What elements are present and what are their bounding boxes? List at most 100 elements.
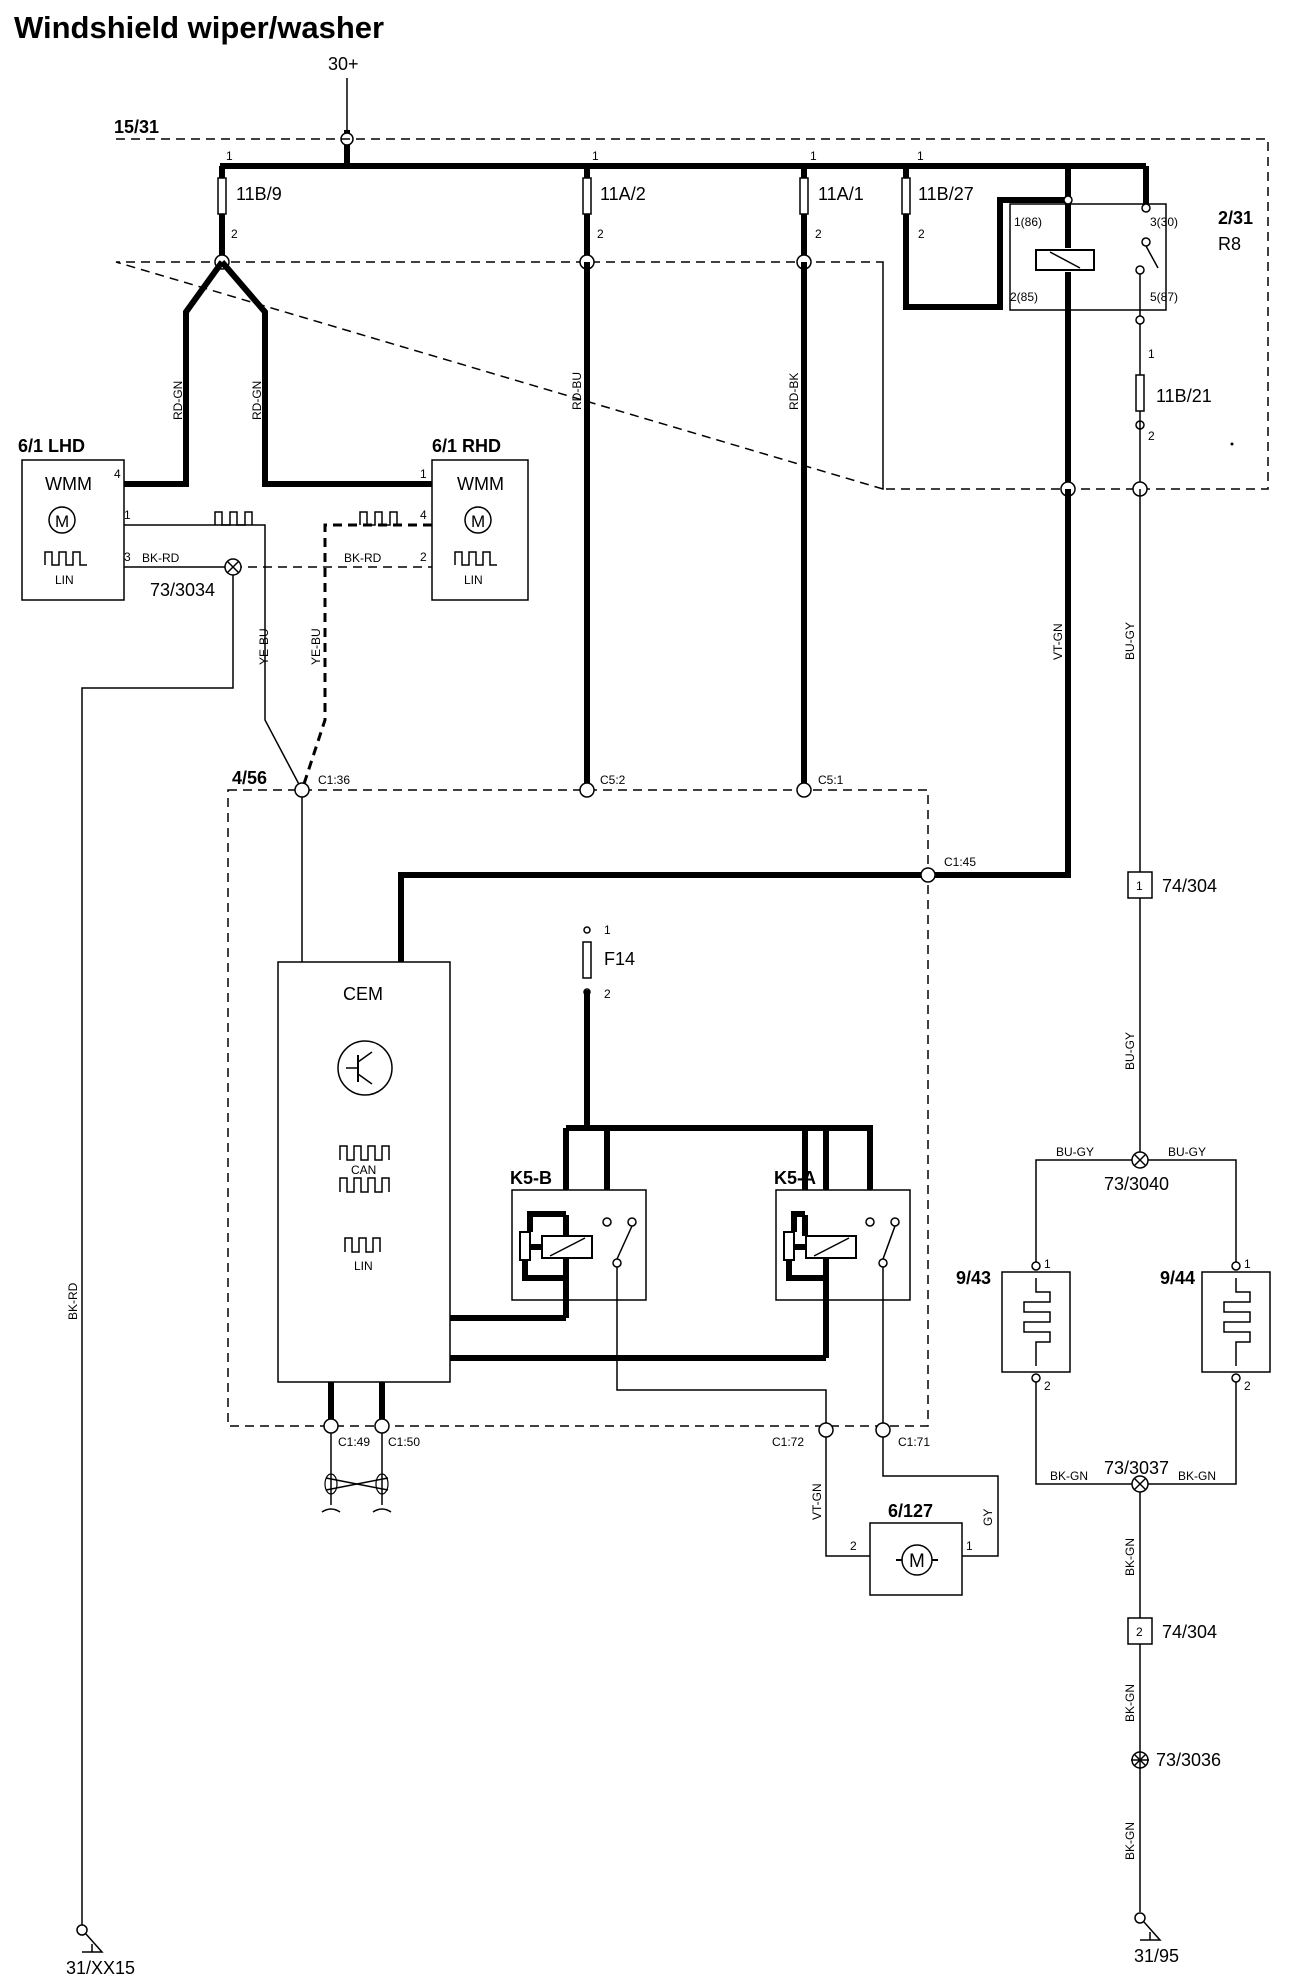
svg-text:4: 4 (420, 508, 427, 522)
svg-text:YE-BU: YE-BU (309, 628, 323, 665)
fusebox-boundary (115, 138, 1269, 491)
svg-text:C5:1: C5:1 (818, 773, 844, 787)
svg-text:BK-GN: BK-GN (1050, 1469, 1088, 1483)
relay-k5b: K5-B (510, 1168, 647, 1318)
svg-text:RD-GN: RD-GN (171, 381, 185, 420)
svg-text:11B/9: 11B/9 (236, 184, 282, 204)
cem-module-id: 4/56 (232, 768, 267, 788)
svg-text:K5-B: K5-B (510, 1168, 552, 1188)
svg-text:BK-RD: BK-RD (344, 551, 382, 565)
svg-text:31/XX15: 31/XX15 (66, 1958, 135, 1978)
cem-boundary (227, 789, 929, 1427)
svg-text:5(87): 5(87) (1150, 290, 1178, 304)
svg-text:1: 1 (917, 149, 924, 163)
svg-text:74/304: 74/304 (1162, 1622, 1217, 1642)
svg-text:1: 1 (1244, 1257, 1251, 1271)
svg-text:CEM: CEM (343, 984, 383, 1004)
svg-text:BK-GN: BK-GN (1123, 1822, 1137, 1860)
svg-text:2: 2 (420, 550, 427, 564)
svg-text:3(30): 3(30) (1150, 215, 1178, 229)
svg-text:CAN: CAN (351, 1163, 376, 1177)
svg-text:RD-BK: RD-BK (787, 373, 801, 410)
svg-text:73/3037: 73/3037 (1104, 1458, 1169, 1478)
splice-73-3037: 73/3037 (1104, 1458, 1169, 1493)
conn-c145 (920, 867, 936, 883)
svg-text:73/3034: 73/3034 (150, 580, 215, 600)
conn-c136 (294, 782, 310, 798)
svg-text:6/1 LHD: 6/1 LHD (18, 436, 85, 456)
conn-c52 (579, 782, 595, 798)
svg-text:VT-GN: VT-GN (810, 1483, 824, 1520)
svg-text:C1:71: C1:71 (898, 1435, 930, 1449)
svg-text:BU-GY: BU-GY (1123, 1032, 1137, 1070)
wiper-motor-rhd: 6/1 RHD WMM M LIN 1 4 2 (420, 436, 529, 601)
svg-text:C1:72: C1:72 (772, 1435, 804, 1449)
conn-c51 (796, 782, 812, 798)
svg-text:WMM: WMM (45, 474, 92, 494)
svg-text:C1:50: C1:50 (388, 1435, 420, 1449)
fuse-11b9: 1 2 11B/9 (217, 149, 282, 262)
conn-c149 (323, 1418, 339, 1434)
svg-text:C5:2: C5:2 (600, 773, 626, 787)
svg-text:M: M (909, 1551, 925, 1572)
ground-31-xx15: 31/XX15 (66, 1924, 135, 1978)
svg-text:1: 1 (592, 149, 599, 163)
svg-text:2: 2 (850, 1539, 857, 1553)
svg-text:6/1 RHD: 6/1 RHD (432, 436, 501, 456)
svg-text:2: 2 (597, 227, 604, 241)
svg-text:LIN: LIN (55, 573, 74, 587)
svg-text:2/31: 2/31 (1218, 208, 1253, 228)
svg-text:BU-GY: BU-GY (1168, 1145, 1206, 1159)
heater-9-43: 9/43 1 2 (956, 1257, 1071, 1393)
cem-block: CEM CAN LIN (277, 961, 451, 1383)
svg-text:BU-GY: BU-GY (1123, 622, 1137, 660)
conn-c171 (875, 1422, 891, 1438)
svg-text:73/3040: 73/3040 (1104, 1174, 1169, 1194)
svg-text:1: 1 (1044, 1257, 1051, 1271)
svg-text:2: 2 (1244, 1379, 1251, 1393)
connector-74-304-pin2: 2 74/304 (1127, 1617, 1217, 1645)
fusebox-label: 15/31 (114, 117, 159, 137)
svg-text:LIN: LIN (464, 573, 483, 587)
washer-pump: 6/127 M 2 1 (850, 1501, 973, 1596)
svg-text:BK-GN: BK-GN (1123, 1684, 1137, 1722)
svg-text:2: 2 (1136, 1625, 1143, 1639)
svg-text:4: 4 (114, 467, 121, 481)
svg-text:2: 2 (1044, 1379, 1051, 1393)
svg-text:2: 2 (604, 987, 611, 1001)
fuse-11b21: 1 2 11B/21 (1135, 310, 1212, 489)
svg-text:2: 2 (1148, 429, 1155, 443)
relay-r8: 1(86) 2(85) 3(30) 5(87) 2/31 R8 (1009, 196, 1253, 489)
svg-text:F14: F14 (604, 949, 635, 969)
svg-text:9/44: 9/44 (1160, 1268, 1195, 1288)
svg-text:K5-A: K5-A (774, 1168, 816, 1188)
fuse-11a1: 1 2 11A/1 (799, 149, 864, 262)
svg-text:C1:49: C1:49 (338, 1435, 370, 1449)
svg-text:2: 2 (231, 227, 238, 241)
svg-text:1(86): 1(86) (1014, 215, 1042, 229)
svg-text:VT-GN: VT-GN (1051, 623, 1065, 660)
fuse-11b27: 1 2 11B/27 (901, 149, 974, 241)
fuse-11a2: 1 2 11A/2 (582, 149, 646, 262)
svg-text:2(85): 2(85) (1010, 290, 1038, 304)
svg-text:RD-BU: RD-BU (570, 372, 584, 410)
svg-text:BK-RD: BK-RD (66, 1282, 80, 1320)
svg-text:1: 1 (1136, 879, 1143, 893)
svg-text:WMM: WMM (457, 474, 504, 494)
svg-text:BK-GN: BK-GN (1123, 1538, 1137, 1576)
svg-text:31/95: 31/95 (1134, 1946, 1179, 1966)
svg-text:R8: R8 (1218, 234, 1241, 254)
svg-text:3: 3 (124, 550, 131, 564)
splice-73-3034: 73/3034 (150, 558, 242, 600)
splice-73-3036: 73/3036 (1131, 1750, 1221, 1770)
svg-text:2: 2 (815, 227, 822, 241)
svg-text:6/127: 6/127 (888, 1501, 933, 1521)
svg-text:73/3036: 73/3036 (1156, 1750, 1221, 1770)
page-title: Windshield wiper/washer (14, 10, 384, 45)
supply-label: 30+ (328, 54, 359, 74)
svg-text:RD-GN: RD-GN (250, 381, 264, 420)
svg-text:9/43: 9/43 (956, 1268, 991, 1288)
svg-text:C1:45: C1:45 (944, 855, 976, 869)
conn-c150 (374, 1418, 390, 1434)
